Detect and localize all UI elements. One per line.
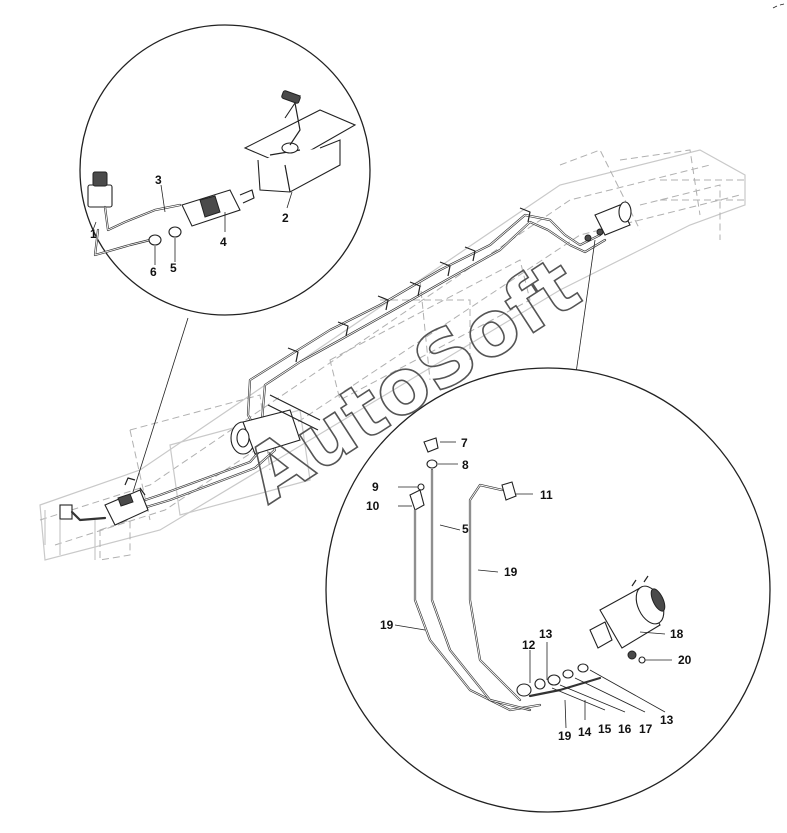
callout-20: 20	[678, 653, 692, 667]
callout-6: 6	[150, 265, 157, 279]
callout-9: 9	[372, 480, 379, 494]
callout-19-bottom: 19	[558, 729, 572, 743]
callout-8: 8	[462, 458, 469, 472]
corner-mark	[772, 3, 785, 9]
callout-17: 17	[639, 722, 653, 736]
callout-13-upper: 13	[539, 627, 553, 641]
callout-1: 1	[90, 227, 97, 241]
callout-19-right: 19	[504, 565, 518, 579]
chassis-master-cylinder	[59, 477, 149, 526]
callout-13-lower: 13	[660, 713, 674, 727]
detail-circle-top	[79, 24, 371, 316]
callout-16: 16	[618, 722, 632, 736]
callout-10: 10	[366, 499, 380, 513]
callout-15: 15	[598, 722, 612, 736]
callout-11: 11	[540, 488, 553, 502]
callout-7: 7	[461, 436, 468, 450]
air-tank	[230, 394, 321, 455]
chassis-clutch-booster	[584, 201, 632, 242]
leader-top-detail	[132, 317, 189, 493]
callout-18: 18	[670, 627, 684, 641]
detail-circle-bottom	[325, 367, 771, 813]
callout-14: 14	[578, 725, 592, 739]
callout-5-top: 5	[170, 261, 177, 275]
callout-5-bottom: 5	[462, 522, 469, 536]
callout-19-left: 19	[380, 618, 394, 632]
chassis-frame	[39, 149, 746, 561]
callout-3: 3	[155, 173, 162, 187]
callout-2: 2	[282, 211, 289, 225]
callout-12: 12	[522, 638, 536, 652]
callout-4: 4	[220, 235, 227, 249]
leader-bottom-detail	[574, 239, 596, 381]
